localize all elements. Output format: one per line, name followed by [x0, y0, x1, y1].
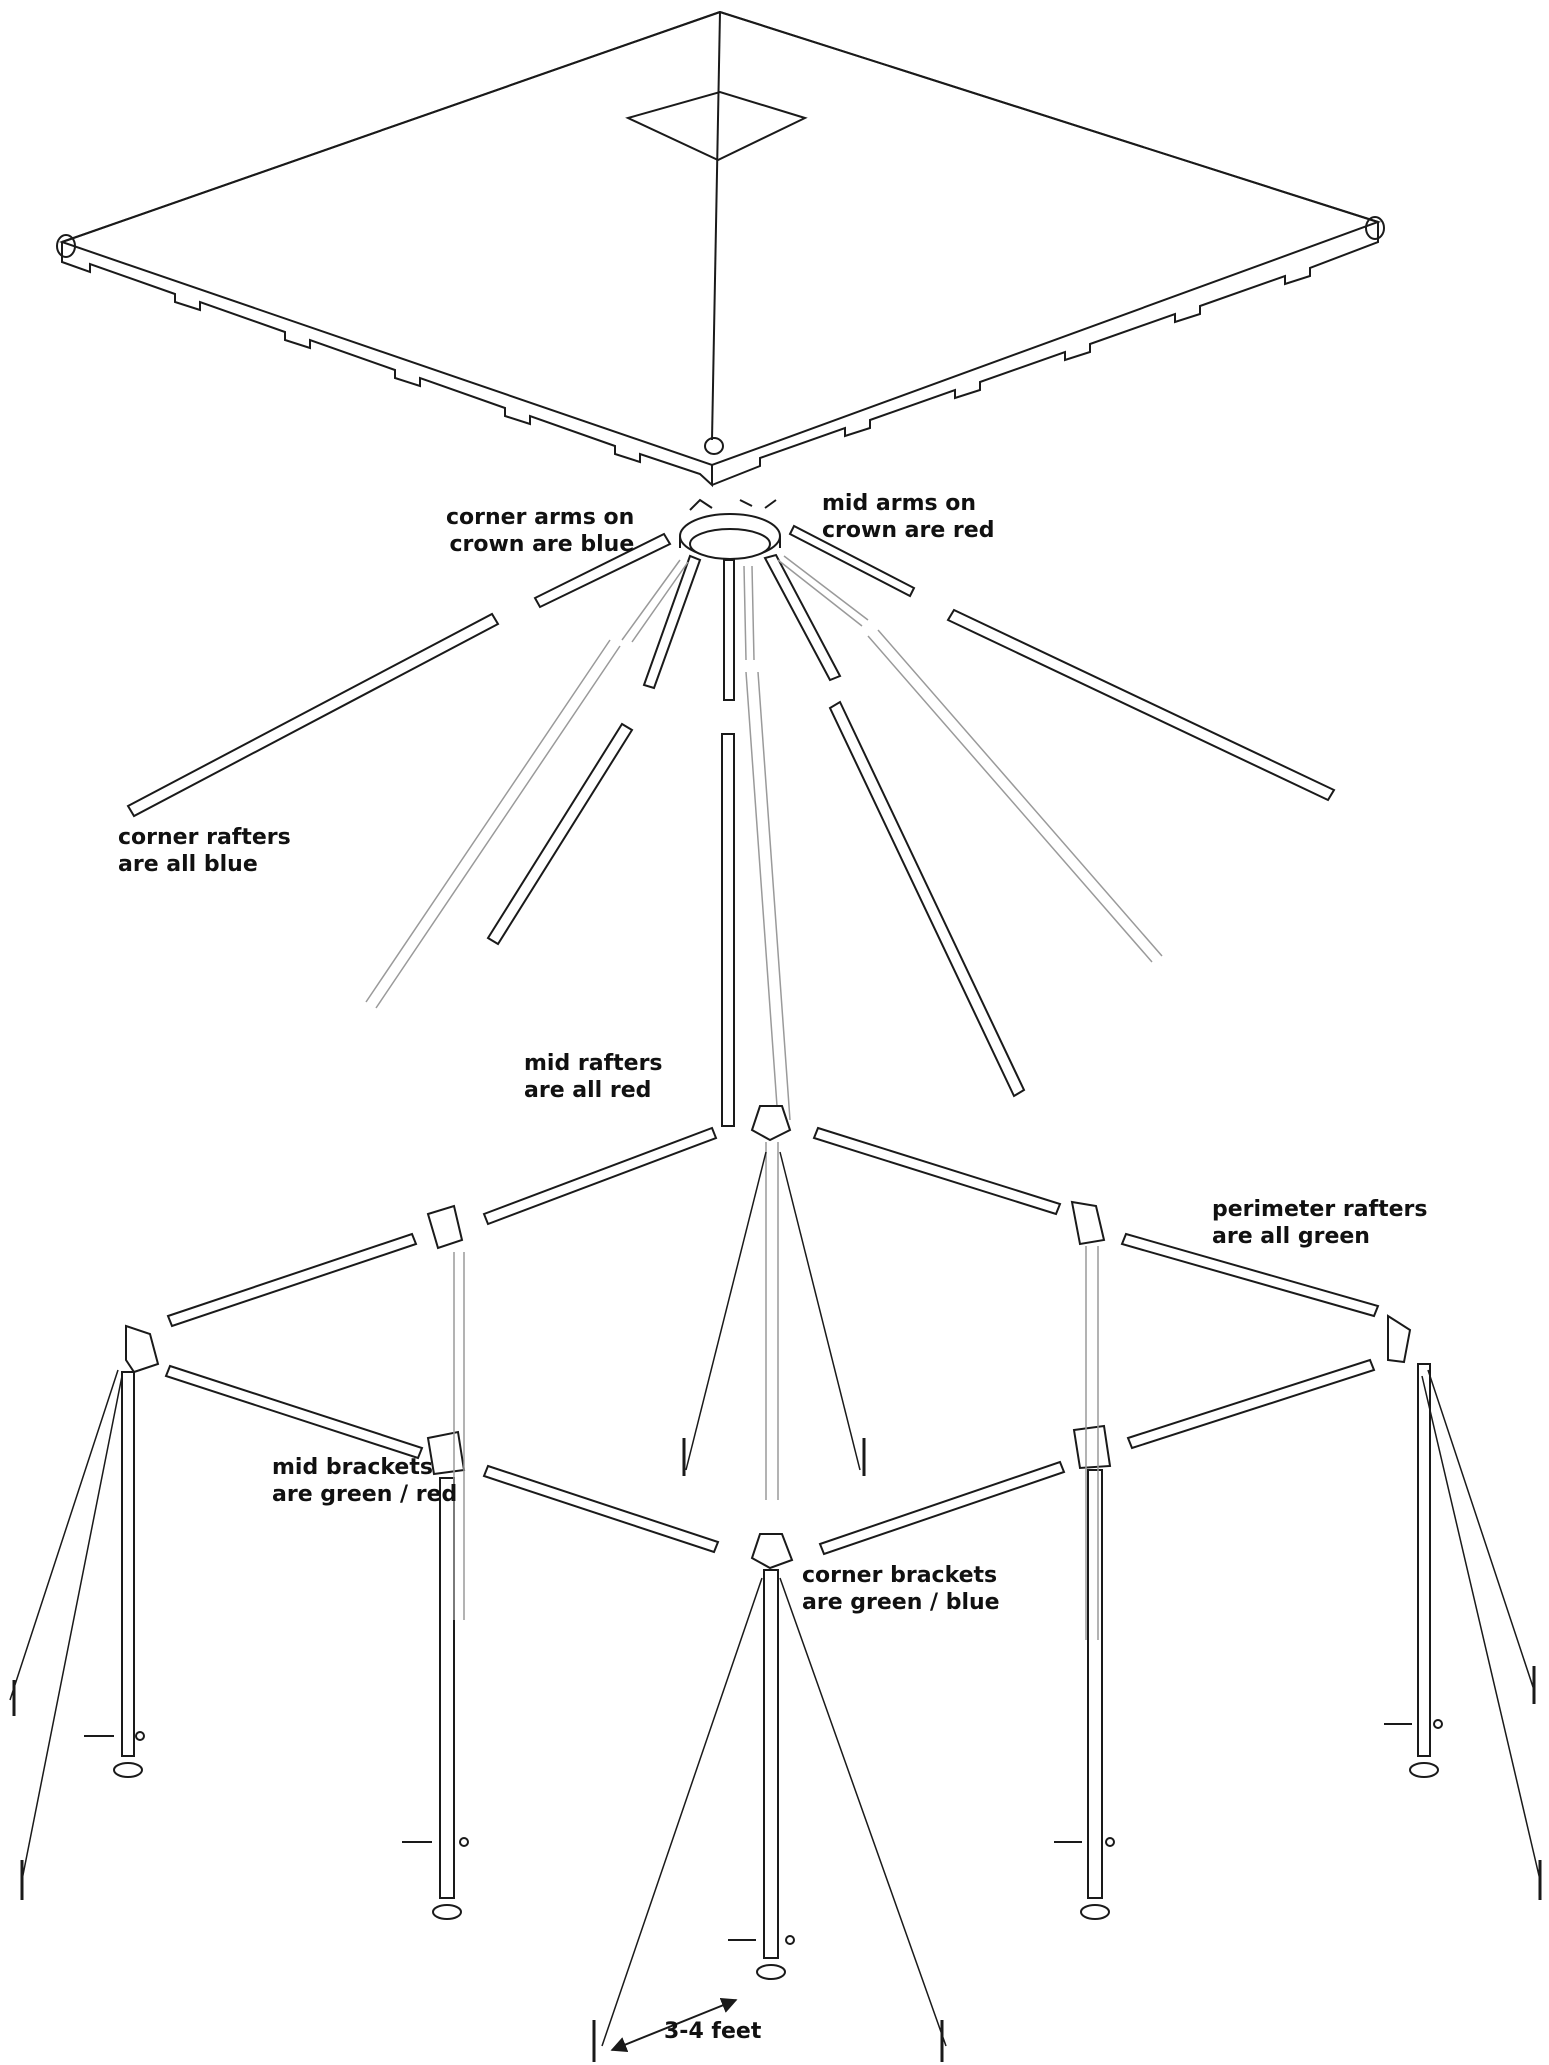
canopy-valance-right	[711, 222, 1379, 486]
crown-arms-ghost	[621, 555, 869, 661]
mid-arm-right	[763, 553, 842, 682]
mid-arm-front	[723, 559, 735, 701]
corner-bracket-front	[750, 1533, 794, 1570]
frame-brackets	[125, 1105, 1412, 1570]
leg-front-right-mid	[1087, 1469, 1103, 1899]
leg-front-left-mid	[439, 1477, 455, 1899]
perimeter-rafters	[164, 1126, 1380, 1556]
canopy-valance-left	[61, 242, 713, 488]
mid-bracket-back-left	[426, 1204, 464, 1250]
canopy-grommet-right	[1365, 216, 1385, 240]
mid-bracket-back-right	[1070, 1200, 1106, 1246]
corner-bracket-back	[750, 1105, 792, 1142]
label-stake-spacing: 3-4 feet	[664, 2019, 762, 2044]
corner-arm-right	[788, 524, 916, 598]
mid-rafter-right	[828, 700, 1026, 1098]
canopy-ridge-front	[711, 11, 721, 441]
canopy-outline	[58, 10, 1382, 467]
corner-bracket-left	[125, 1324, 160, 1374]
mid-rafter-center	[721, 733, 735, 1127]
canopy-grommet-front	[704, 437, 724, 455]
corner-arm-front	[642, 554, 702, 690]
stake-spacing-arrow	[610, 1997, 738, 2053]
roof-rafters	[126, 608, 1336, 1127]
corner-rafter-right	[946, 608, 1336, 802]
leg-left-corner	[121, 1371, 135, 1757]
canopy-grommet-left	[56, 234, 76, 258]
leg-right-corner	[1417, 1363, 1431, 1757]
canopy-ridge-right	[719, 11, 1379, 223]
stakes	[12, 1438, 1542, 2062]
bolts	[84, 1719, 1443, 1945]
corner-bracket-right	[1387, 1314, 1412, 1364]
frame-legs	[121, 1363, 1431, 1959]
roof-rafters-ghost	[365, 629, 1163, 1121]
canopy-peak-panel	[625, 90, 808, 162]
corner-arm-left	[533, 532, 672, 609]
frame-legs-ghost	[453, 1142, 1099, 1640]
guy-ropes	[9, 1151, 1541, 2047]
canopy-ridge-left	[61, 11, 721, 243]
mid-bracket-front-right	[1072, 1424, 1112, 1470]
crown-arms	[533, 524, 916, 701]
mid-rafter-left	[486, 722, 634, 946]
corner-rafter-left	[126, 612, 500, 818]
canopy-top	[56, 10, 1385, 488]
footplates	[113, 1762, 1439, 1980]
leg-front-corner	[763, 1569, 779, 1959]
crown-hub	[679, 498, 781, 560]
